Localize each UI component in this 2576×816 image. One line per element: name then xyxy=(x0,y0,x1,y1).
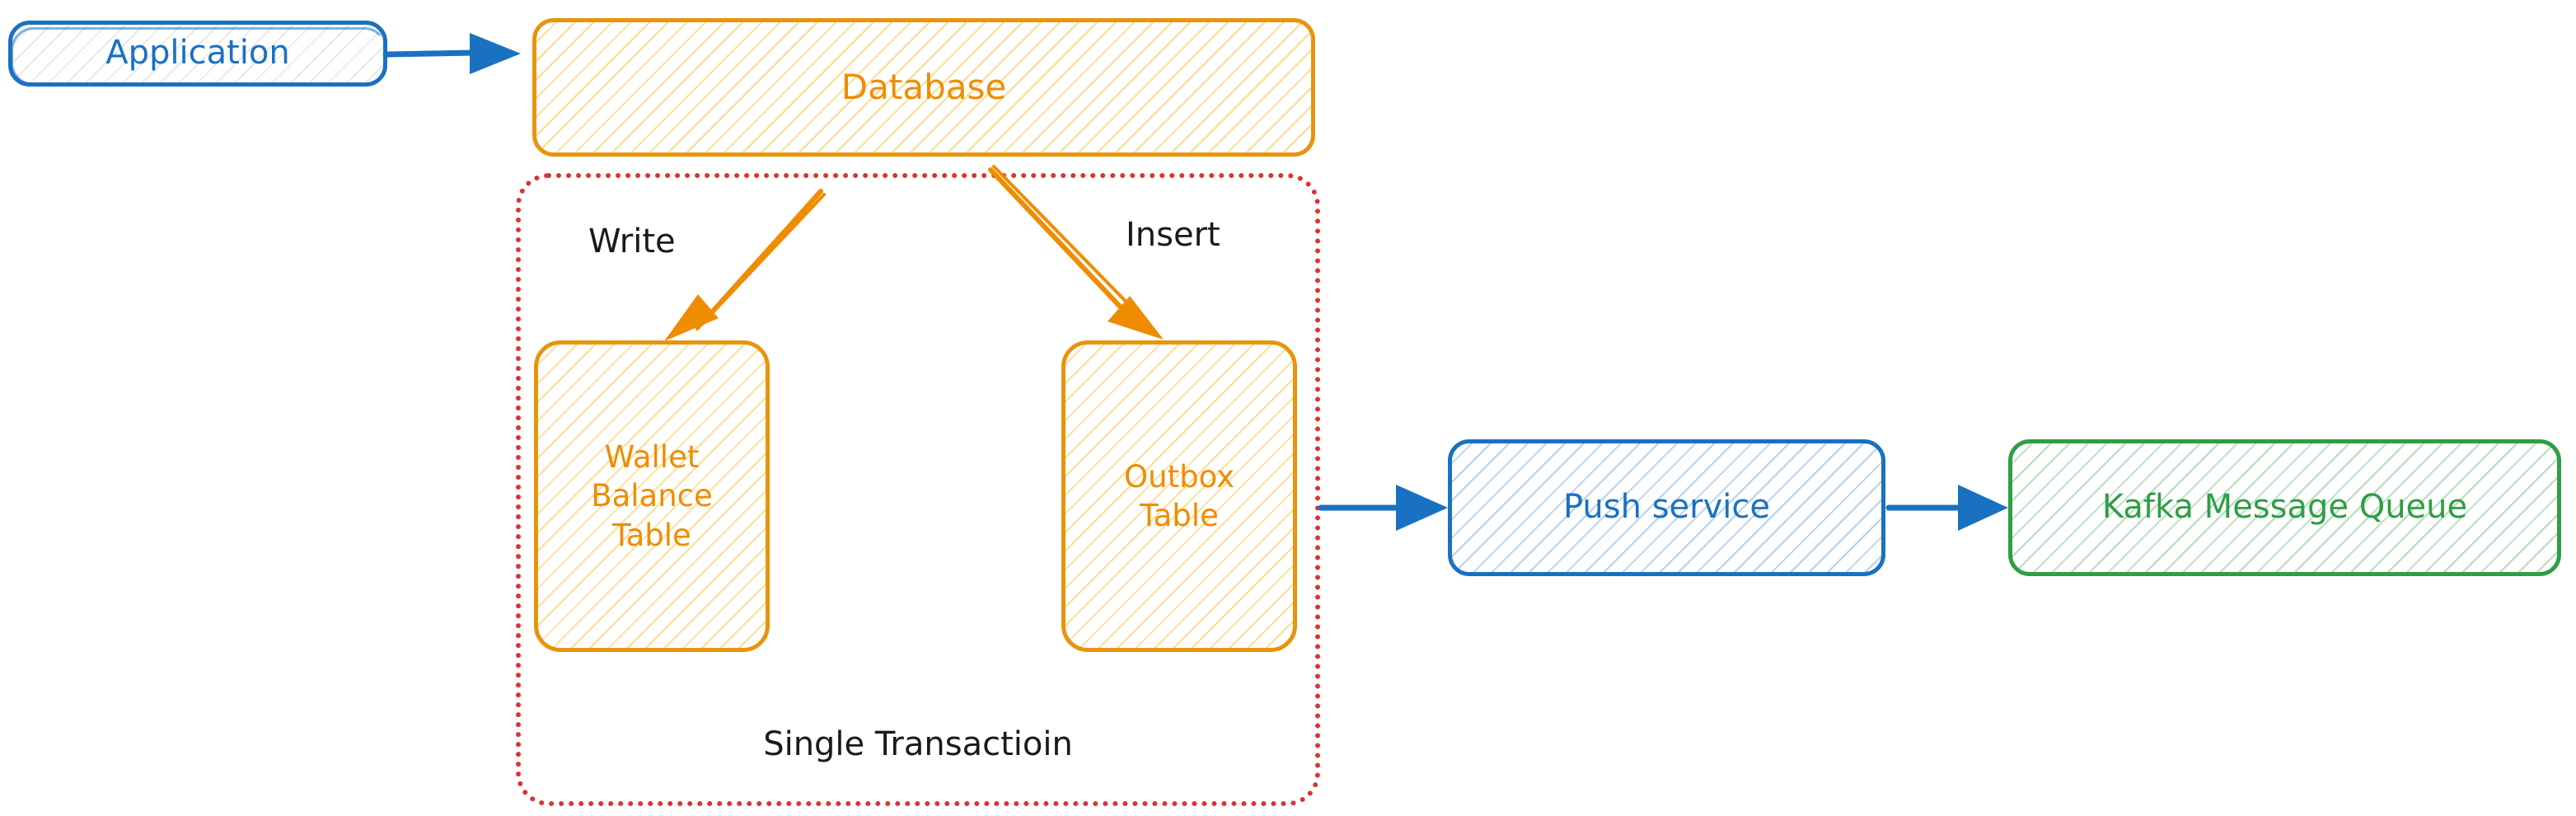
node-push-service[interactable]: Push service xyxy=(1448,439,1885,576)
node-database[interactable]: Database xyxy=(532,18,1315,157)
node-application[interactable]: Application xyxy=(8,21,387,87)
node-outbox-table-label: Outbox Table xyxy=(1124,458,1234,533)
node-outbox-table[interactable]: Outbox Table xyxy=(1061,340,1297,652)
edge-application-to-database xyxy=(382,33,521,74)
edge-label-write: Write xyxy=(588,223,676,260)
single-transaction-group-label: Single Transactioin xyxy=(763,725,1073,763)
node-wallet-balance-table[interactable]: Wallet Balance Table xyxy=(534,340,770,652)
single-transaction-group xyxy=(516,173,1320,806)
edge-push-service-to-kafka xyxy=(1885,485,2008,531)
node-wallet-balance-table-label: Wallet Balance Table xyxy=(591,438,713,553)
node-kafka-message-queue-label: Kafka Message Queue xyxy=(2101,488,2468,527)
edge-outbox-to-push-service xyxy=(1318,485,1448,531)
edge-label-insert: Insert xyxy=(1126,216,1220,254)
node-push-service-label: Push service xyxy=(1563,488,1770,527)
node-application-label: Application xyxy=(105,34,290,73)
node-kafka-message-queue[interactable]: Kafka Message Queue xyxy=(2008,439,2561,576)
node-database-label: Database xyxy=(841,67,1007,108)
